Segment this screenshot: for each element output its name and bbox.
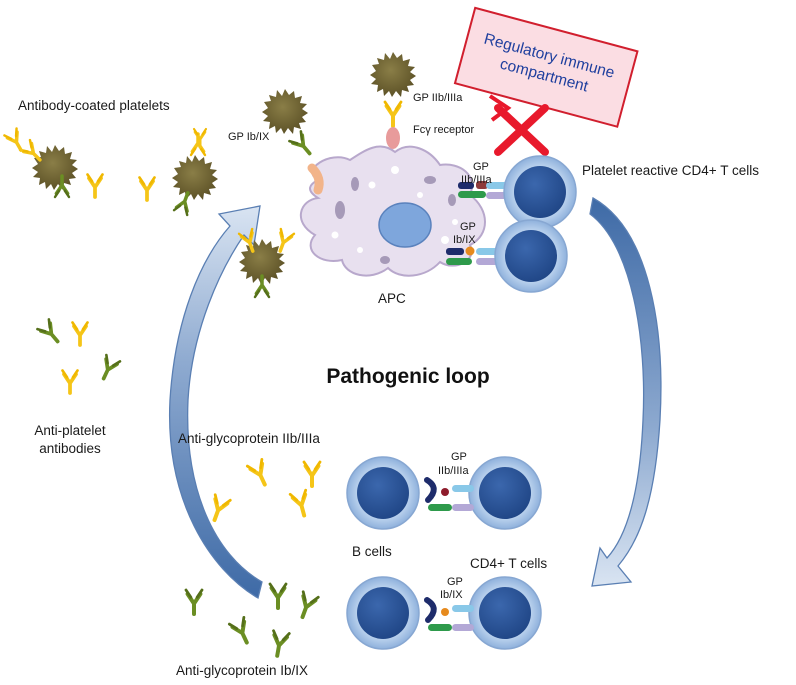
anti-gp-ib-ix-label: Anti-glycoprotein Ib/IX <box>176 663 308 678</box>
cd4-t-cell-lower <box>468 576 542 650</box>
b-cell-upper <box>346 456 420 530</box>
ib-ix-label-lower: Ib/IX <box>440 589 463 601</box>
loop-arrow-left <box>168 205 263 599</box>
free-antibody-yellow <box>85 172 105 199</box>
apc-label: APC <box>378 291 406 306</box>
coated-platelet-2 <box>172 132 218 217</box>
anti-platelet-label-line2: antibodies <box>39 441 101 456</box>
anti-platelet-label-line1: Anti-platelet <box>34 423 106 438</box>
pathogenic-loop-title: Pathogenic loop <box>326 365 489 388</box>
platelet-apc-gpibix <box>262 89 324 195</box>
ib-ix-label-mid: Ib/IX <box>453 234 476 246</box>
gp-label-lower1: GP <box>451 451 467 463</box>
iib-iiia-label-upper: IIb/IIIa <box>461 174 492 186</box>
b-cell-lower <box>346 576 420 650</box>
inhibition-x-icon <box>488 94 549 156</box>
platelet-reactive-t-cell <box>494 219 568 293</box>
coated-platelet-3 <box>237 227 296 299</box>
regulatory-compartment-box: Regulatory immune compartment <box>453 6 639 128</box>
apc-cell <box>299 145 486 277</box>
coated-platelet-1 <box>18 138 78 199</box>
anti-platelet-antibody-cluster <box>35 317 122 395</box>
gp-label-mid: GP <box>460 221 476 233</box>
platelet-apc-gpiibiiia <box>370 52 416 149</box>
fc-receptor-label: Fcγ receptor <box>413 124 474 136</box>
cd4-t-cell-upper <box>468 456 542 530</box>
loop-arrow-right <box>589 196 662 587</box>
b-t-synapse-lower <box>424 597 474 631</box>
b-cells-label: B cells <box>352 544 392 559</box>
gp-ib-ix-top-label: GP Ib/IX <box>228 131 270 143</box>
free-antibody-yellow <box>137 175 157 202</box>
iib-iiia-label-lower: IIb/IIIa <box>438 465 469 477</box>
gp-label-lower2: GP <box>447 576 463 588</box>
b-t-synapse-upper <box>424 477 474 511</box>
mhc-tcr-complex-2 <box>446 246 500 265</box>
anti-gp-iib-iiia-antibodies <box>207 459 320 522</box>
platelet-reactive-t-cell <box>503 155 577 229</box>
gp-label-upper: GP <box>473 161 489 173</box>
anti-gp-iib-iiia-label: Anti-glycoprotein IIb/IIIa <box>178 431 320 446</box>
platelet-reactive-cd4-label: Platelet reactive CD4+ T cells <box>582 163 759 178</box>
cd4-t-cells-label: CD4+ T cells <box>470 556 547 571</box>
gp-iib-iiia-top-label: GP IIb/IIIa <box>413 92 463 104</box>
antibody-coated-platelets-label: Antibody-coated platelets <box>18 98 170 113</box>
